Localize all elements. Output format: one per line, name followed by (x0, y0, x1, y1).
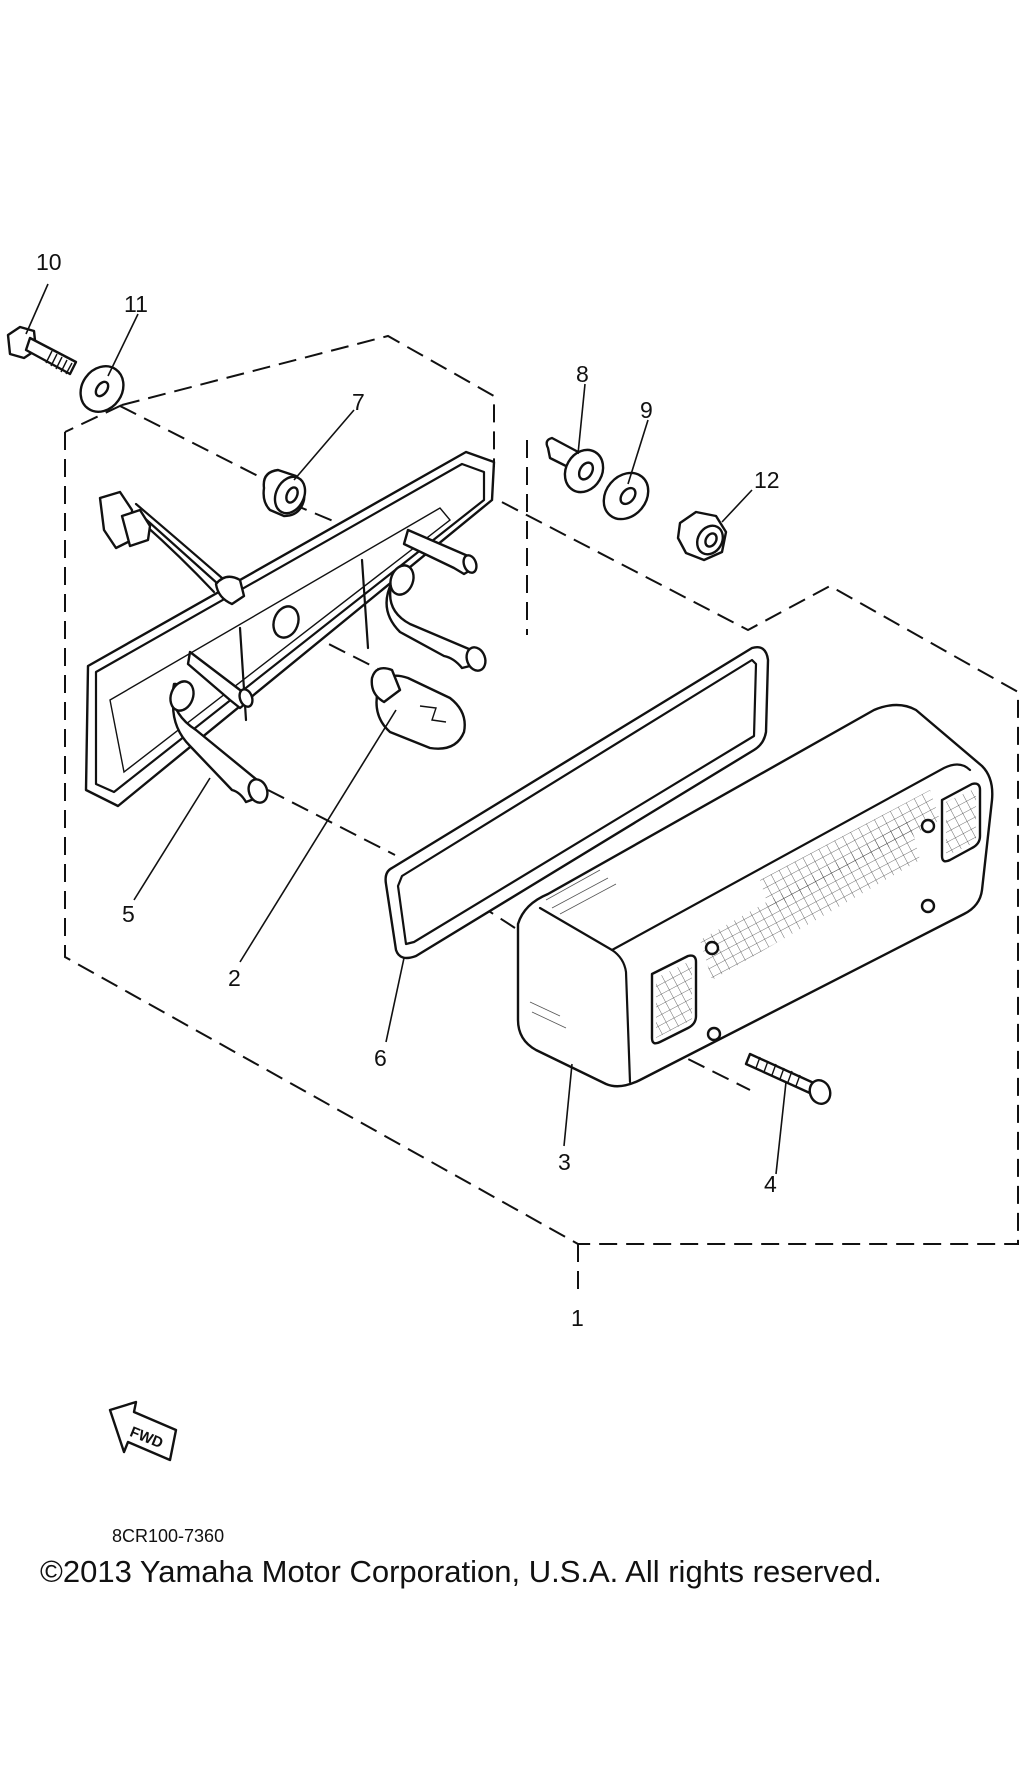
callout-8: 8 (576, 361, 589, 387)
bulb-part (370, 667, 466, 750)
callout-1: 1 (571, 1305, 584, 1331)
lens-part (516, 703, 994, 1088)
washer-part (79, 365, 125, 413)
callout-3: 3 (558, 1149, 571, 1175)
forward-arrow-icon: FWD (108, 1400, 178, 1462)
bolt-part (6, 325, 78, 376)
assembly-boundary (64, 334, 1019, 1290)
callout-6: 6 (374, 1045, 387, 1071)
callout-12: 12 (754, 467, 780, 493)
callout-10: 10 (36, 249, 62, 275)
nut-part (676, 510, 728, 562)
gasket-part (384, 646, 770, 960)
diagram-part-code: 8CR100-7360 (112, 1526, 225, 1546)
callout-7: 7 (352, 389, 365, 415)
collar-part (545, 436, 605, 494)
lamp-housing-part (84, 450, 496, 808)
screw-part (744, 1052, 832, 1105)
leader-lines (25, 283, 787, 1175)
callout-5: 5 (122, 901, 135, 927)
callout-numbers: 10 11 7 8 9 12 5 2 6 3 4 1 (36, 249, 780, 1331)
callout-4: 4 (764, 1171, 777, 1197)
grommet-part (262, 468, 307, 518)
washer-9-part (602, 471, 650, 521)
callout-11: 11 (124, 291, 148, 317)
callout-2: 2 (228, 965, 241, 991)
callout-9: 9 (640, 397, 653, 423)
copyright-notice: ©2013 Yamaha Motor Corporation, U.S.A. A… (40, 1554, 882, 1589)
